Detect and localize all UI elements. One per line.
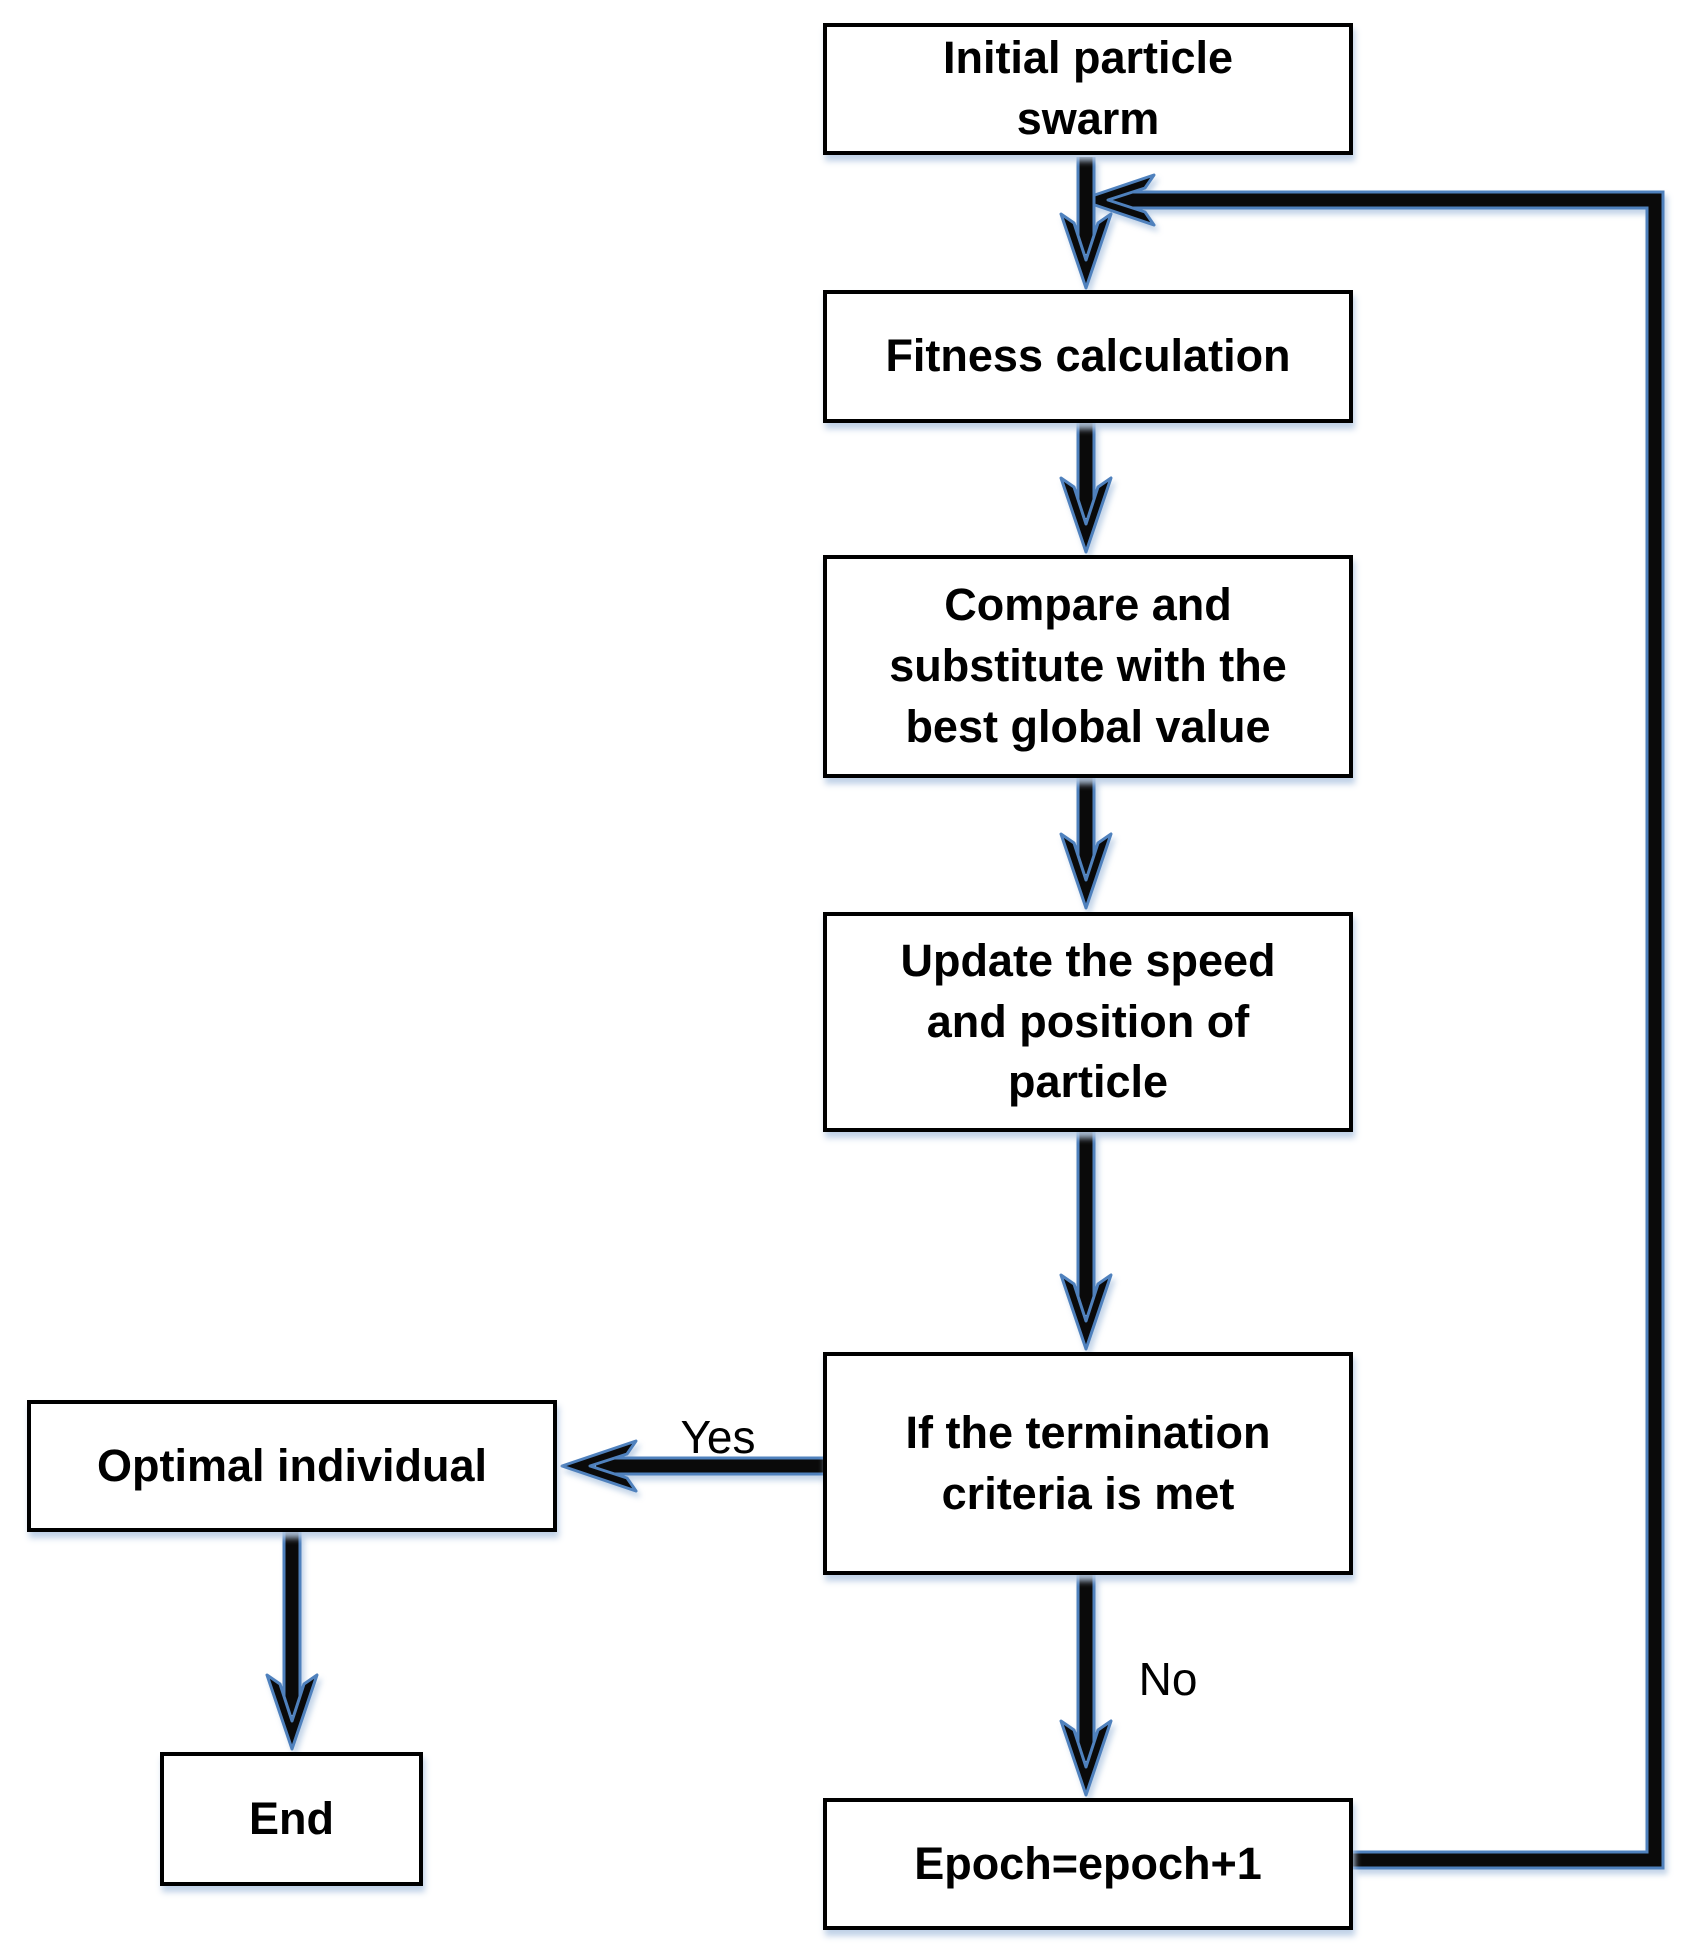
flow-node-update-speed-position: Update the speed and position of particl…: [823, 912, 1353, 1132]
flow-node-compare-substitute: Compare and substitute with the best glo…: [823, 555, 1353, 778]
edge-optimal-to-end: [265, 1530, 319, 1751]
edge-label-yes: Yes: [680, 1411, 756, 1463]
edge-epoch-loop-back: [1078, 173, 1665, 1870]
arrowhead-down-icon: [1059, 476, 1113, 554]
arrowhead-down-icon: [1059, 1273, 1113, 1351]
edge-initial-to-fitness: [1059, 157, 1113, 290]
edge-termination-to-optimal-yes: [560, 1439, 825, 1493]
flow-node-epoch-increment: Epoch=epoch+1: [823, 1798, 1353, 1930]
arrowhead-left-icon: [560, 1439, 638, 1493]
arrowhead-down-icon: [1059, 832, 1113, 910]
edge-termination-to-epoch-no: [1059, 1573, 1113, 1797]
edge-fitness-to-compare: [1059, 421, 1113, 554]
edge-compare-to-update: [1059, 776, 1113, 910]
arrowhead-down-icon: [265, 1673, 319, 1751]
flow-node-optimal-individual: Optimal individual: [27, 1400, 557, 1532]
arrowhead-down-icon: [1059, 1719, 1113, 1797]
flow-node-initial-particle-swarm: Initial particle swarm: [823, 23, 1353, 155]
flow-node-end: End: [160, 1752, 423, 1886]
arrowhead-down-icon: [1059, 212, 1113, 290]
arrowhead-left-icon: [1078, 173, 1156, 227]
edge-update-to-termination: [1059, 1130, 1113, 1351]
edge-label-no: No: [1138, 1653, 1198, 1705]
flow-node-fitness-calculation: Fitness calculation: [823, 290, 1353, 423]
flow-node-termination-criteria: If the termination criteria is met: [823, 1352, 1353, 1575]
